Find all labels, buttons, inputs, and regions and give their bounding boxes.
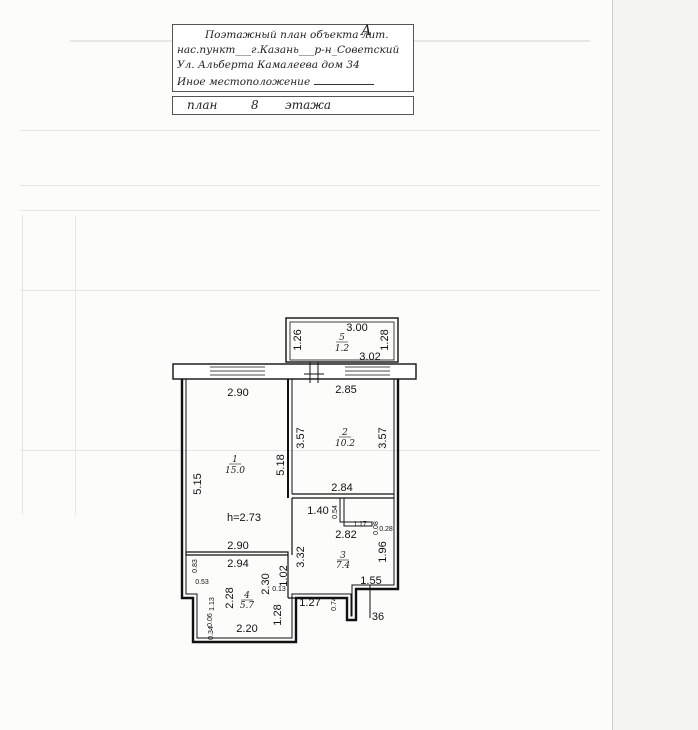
dim-room1-bottom: 2.90 xyxy=(227,540,248,552)
faded-line xyxy=(20,210,600,211)
dim-room4-tiny: 0.06 xyxy=(207,613,214,627)
room-1-height: h=2.73 xyxy=(227,512,261,524)
entry-number: 36 xyxy=(372,611,384,623)
title-stamp: Поэтажный план объекта лит. А нас.пункт_… xyxy=(172,23,414,92)
dim-balcony-inner: 3.02 xyxy=(359,351,380,363)
faded-line xyxy=(20,290,600,291)
exterior-wall xyxy=(172,363,417,380)
floor-label-box: план 8 этажа xyxy=(172,96,414,115)
dim-entry-depth: 0.74 xyxy=(331,597,338,611)
dim-room4-bottom: 2.20 xyxy=(236,623,257,635)
stamp-location: нас.пункт___г.Казань___р-н_Советский xyxy=(177,44,400,56)
dim-hall-right: 1.96 xyxy=(377,541,389,562)
stamp-other-label: Иное местоположение xyxy=(177,76,311,88)
dim-room4-corner: 0.83 xyxy=(192,559,199,573)
dim-niche-width: 1.17 xyxy=(353,521,367,528)
stamp-lit: А xyxy=(361,23,372,39)
dim-balcony-width: 3.00 xyxy=(346,322,367,334)
dim-balcony-right: 1.28 xyxy=(379,329,391,350)
room-3-number: 3 xyxy=(340,551,346,561)
dim-room2-left: 3.57 xyxy=(295,427,307,448)
room-4-area: 5.7 xyxy=(240,601,255,611)
balcony-outline xyxy=(285,317,399,363)
dim-hall-left: 3.32 xyxy=(295,546,307,567)
dim-room4-lower-right: 1.28 xyxy=(272,604,284,625)
room-2-area: 10.2 xyxy=(335,439,355,449)
room-5-area: 1.2 xyxy=(335,344,350,354)
room-5-number: 5 xyxy=(339,333,345,343)
faded-line xyxy=(75,215,76,515)
floor-number: 8 xyxy=(251,98,259,112)
dim-entry-width: 1.55 xyxy=(360,575,381,587)
dim-room2-right: 3.57 xyxy=(377,427,389,448)
dim-niche-depth: 0.54 xyxy=(332,505,339,519)
dim-room1-top: 2.90 xyxy=(227,387,248,399)
dim-room4-offset: 0.13 xyxy=(272,586,286,593)
faded-line xyxy=(22,215,23,515)
dim-room1-right: 5.18 xyxy=(275,454,287,475)
partition-1-4 xyxy=(185,551,289,556)
floor-suffix: этажа xyxy=(285,98,332,112)
dimension-labels: 3.00 1.26 1.28 3.02 2.90 2.85 5.15 5.18 … xyxy=(192,322,393,640)
dim-hall-width: 2.82 xyxy=(335,529,356,541)
stamp-title: Поэтажный план объекта лит. xyxy=(205,29,389,41)
dim-hall-top: 1.40 xyxy=(307,505,328,517)
dim-room4-bottom-left: 0.34 xyxy=(208,626,215,640)
balcony-inner xyxy=(289,321,395,361)
apartment-inner-outline xyxy=(185,379,395,639)
room-1-number: 1 xyxy=(232,455,238,465)
stamp-blank-line xyxy=(313,74,374,85)
dim-room4-lower-left: 1.13 xyxy=(209,597,216,611)
room-4-number: 4 xyxy=(243,591,250,601)
floor-plan-word: план xyxy=(187,98,218,112)
partition-4-door xyxy=(287,555,296,599)
dim-room2-bottom: 2.84 xyxy=(331,482,352,494)
stamp-other-location: Иное местоположение xyxy=(177,74,374,88)
stamp-address: Ул. Альберта Камалеева дом 34 xyxy=(177,59,360,71)
dim-entry-bottom: 1.27 xyxy=(299,597,320,609)
dim-room4-mid: 2.30 xyxy=(260,573,272,594)
dim-niche-offset: 0.28 xyxy=(379,526,393,533)
apartment-outline xyxy=(180,379,400,644)
dim-room2-top: 2.85 xyxy=(335,384,356,396)
dim-balcony-left: 1.26 xyxy=(292,329,304,350)
room-labels: 1 15.0 h=2.73 2 10.2 3 7.4 4 5.7 5 1.2 xyxy=(225,333,355,611)
dim-niche-small: 0.08 xyxy=(373,521,380,535)
dim-room1-left: 5.15 xyxy=(192,473,204,494)
dim-room4-top: 2.94 xyxy=(227,558,248,570)
faded-line xyxy=(20,130,600,131)
room-1-area: 15.0 xyxy=(225,466,245,476)
niche-wall xyxy=(339,498,373,527)
dim-room4-right: 1.02 xyxy=(278,565,290,586)
room-2-number: 2 xyxy=(341,428,348,438)
dim-room4-left: 2.28 xyxy=(224,587,236,608)
faded-line xyxy=(20,185,600,186)
dim-room4-step: 0.53 xyxy=(195,579,209,586)
faded-line xyxy=(20,450,600,451)
room-3-area: 7.4 xyxy=(336,561,351,571)
partition-2-3 xyxy=(292,493,394,499)
